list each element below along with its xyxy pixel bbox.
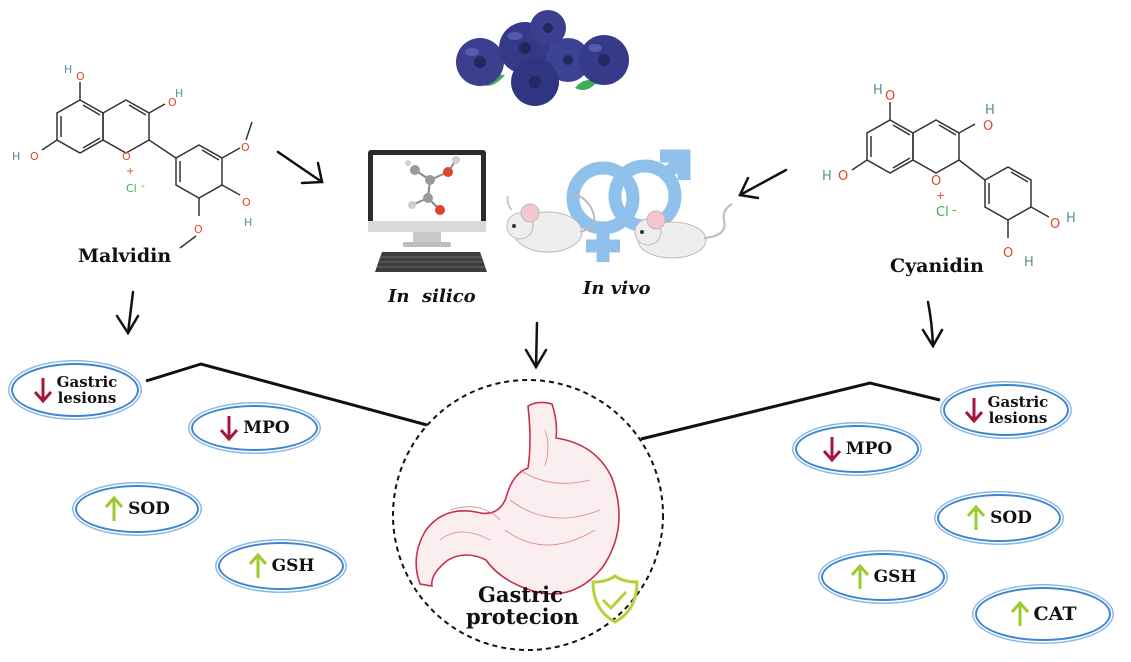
marker-pill-gsh-right: GSH — [821, 553, 945, 601]
atom-O: O — [30, 150, 39, 163]
atom-O: O — [241, 141, 250, 154]
atom-O: O — [242, 196, 251, 209]
up-arrow-icon — [104, 495, 124, 521]
atom-charge: - — [952, 203, 957, 218]
atom-H: H — [1066, 211, 1076, 226]
atom-chloride: Cl — [126, 182, 137, 195]
marker-pill-gsh-left: GSH — [218, 542, 344, 590]
atom-charge: + — [936, 189, 945, 202]
atom-chloride: Cl — [936, 205, 949, 220]
atom-charge: - — [141, 179, 145, 192]
malvidin-structure — [41, 82, 253, 249]
atom-O: O — [194, 223, 203, 236]
compound-name-left: Malvidin — [78, 245, 171, 267]
atom-H: H — [985, 103, 995, 118]
down-arrow-icon — [822, 437, 841, 463]
marker-pill-mpo-right: MPO — [795, 425, 919, 473]
compound-name-right: Cyanidin — [890, 255, 984, 277]
mouse-icon — [506, 193, 596, 253]
atom-O: O — [983, 119, 993, 134]
cyanidin-structure — [851, 102, 1050, 238]
atom-H: H — [244, 216, 252, 229]
atom-O-plus: O — [931, 174, 941, 189]
up-arrow-icon — [966, 504, 986, 530]
method-in-vivo: In vivo — [582, 278, 651, 299]
connector-lines — [145, 362, 941, 441]
blueberries-icon — [456, 10, 629, 106]
marker-pill-sod-right: SOD — [937, 494, 1061, 542]
atom-O-plus: O — [122, 150, 131, 163]
marker-pill-cat-right: CAT — [975, 587, 1111, 641]
marker-label: SOD — [128, 498, 170, 519]
down-arrow-icon — [220, 416, 239, 442]
marker-label: SOD — [990, 507, 1032, 528]
atom-O: O — [838, 169, 848, 184]
atom-H: H — [12, 150, 20, 163]
up-arrow-icon — [248, 552, 267, 578]
marker-label: CAT — [1033, 602, 1077, 625]
up-arrow-icon — [1010, 600, 1029, 626]
atom-O: O — [76, 70, 85, 83]
down-arrow-icon — [33, 378, 52, 404]
atom-charge: + — [126, 166, 134, 177]
atom-H: H — [1024, 255, 1034, 270]
gender-symbol-icon — [566, 149, 691, 262]
stomach-icon — [415, 401, 620, 595]
atom-H: H — [64, 63, 72, 76]
marker-pill-mpo-left: MPO — [191, 405, 318, 451]
caption-line-2: protecion — [466, 604, 579, 629]
shield-check-icon — [591, 574, 639, 624]
atom-O: O — [885, 89, 895, 104]
atom-H: H — [822, 169, 832, 184]
atom-H: H — [873, 83, 883, 98]
atom-O: O — [1050, 217, 1060, 232]
down-arrow-icon — [964, 398, 983, 424]
caption-line-1: Gastric — [478, 582, 563, 607]
method-in-silico: In silico — [387, 286, 476, 307]
marker-label: MPO — [243, 417, 290, 438]
atom-O: O — [1003, 246, 1013, 261]
mouse-icon — [634, 203, 733, 259]
marker-pill-sod-left: SOD — [75, 485, 199, 533]
atom-H: H — [175, 87, 183, 100]
computer-icon — [368, 150, 487, 272]
flow-arrows — [115, 150, 944, 370]
marker-label: GSH — [271, 555, 315, 576]
atom-O: O — [168, 96, 177, 109]
marker-label: GSH — [873, 566, 917, 587]
marker-label: MPO — [845, 438, 893, 459]
up-arrow-icon — [850, 563, 869, 589]
